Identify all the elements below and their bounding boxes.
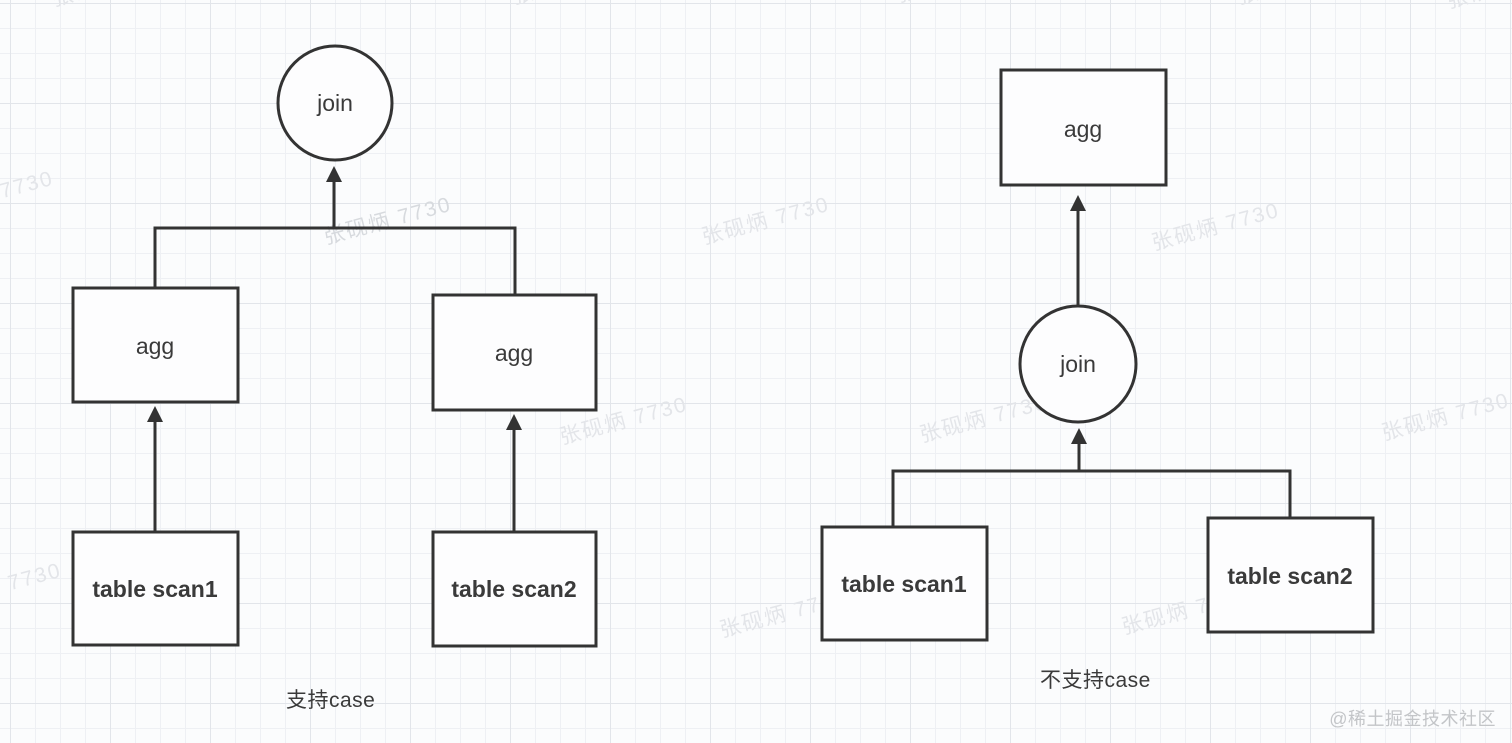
- community-credit-watermark: @稀土掘金技术社区: [1329, 709, 1496, 729]
- right-table-scan2-label: table scan2: [1227, 563, 1352, 589]
- right-agg-label: agg: [1064, 116, 1102, 142]
- right-table-scan1-node: table scan1: [820, 525, 989, 642]
- right-agg-node: agg: [999, 68, 1168, 187]
- left-agg1-node: agg: [71, 286, 240, 404]
- right-join-label: join: [1059, 351, 1096, 377]
- right-diagram-caption: 不支持case: [1040, 669, 1151, 692]
- right-join-node: join: [1018, 304, 1138, 424]
- left-table-scan1-label: table scan1: [92, 576, 217, 602]
- left-table-scan2-node: table scan2: [431, 530, 598, 648]
- left-table-scan1-node: table scan1: [71, 530, 240, 647]
- left-table-scan2-label: table scan2: [451, 576, 576, 602]
- left-join-label: join: [316, 90, 353, 116]
- right-table-scan1-label: table scan1: [841, 571, 966, 597]
- left-diagram-caption: 支持case: [286, 689, 376, 712]
- left-join-node: join: [276, 44, 394, 162]
- left-agg2-label: agg: [495, 340, 533, 366]
- right-branch-connector: [891, 469, 1292, 527]
- left-agg2-node: agg: [431, 293, 598, 412]
- right-table-scan2-node: table scan2: [1206, 516, 1375, 634]
- left-agg1-label: agg: [136, 333, 174, 359]
- left-branch-connector: [153, 226, 517, 295]
